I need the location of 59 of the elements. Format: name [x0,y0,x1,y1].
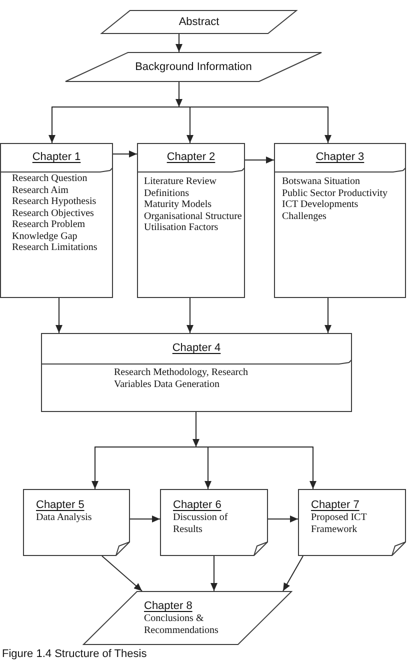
chapter-heading: Chapter 6 [173,499,222,512]
topic-text: Botswana Situation [282,176,362,188]
arrow [102,556,142,592]
chapter-heading: Chapter 7 [311,499,360,512]
chapter-box [0,143,113,298]
topic-text: Public Sector Productivity [282,188,389,199]
arrow [48,106,180,144]
note-box [160,489,268,556]
note-box [23,489,130,556]
arrow [282,556,304,592]
topic-text: Research Objectives [12,208,95,219]
arrow [196,446,316,490]
topic-text: Research Methodology, Research Variables Data Generation [114,367,250,391]
chapter-box [274,143,406,298]
figure-caption: Figure 1.4 Structure of Thesis [2,648,147,661]
topic-text: Knowledge Gap [12,230,78,242]
chapter-heading: Chapter 2 [166,151,216,164]
arrow [92,446,196,490]
arrow [324,298,332,334]
topic-text: Data Analysis [36,512,92,524]
note-box [298,489,406,556]
parallelogram-node [101,10,297,34]
arrow [178,106,332,144]
topic-text: Research Problem [12,219,86,230]
arrow [186,298,194,334]
section-title: Abstract [178,16,220,28]
parallelogram-node [83,591,292,645]
topic-text: Challenges [282,210,328,222]
arrow [130,516,160,522]
arrow [176,34,182,52]
topic-text: Maturity Models [144,199,212,210]
arrow [112,150,138,158]
topic-text: Utilisation Factors [144,222,220,234]
chapter-heading: Chapter 3 [316,151,364,164]
parallelogram-node [65,52,322,82]
topic-text: Research Hypothesis [12,196,98,208]
chapter-heading: Chapter 4 [172,342,221,355]
chapter-heading: Chapter 1 [32,151,81,164]
topic-text: Research Question [12,173,88,184]
chapter-heading: Chapter 5 [36,499,84,512]
arrow [244,156,274,164]
chapter-box [137,143,245,298]
topic-text: Discussion of Results [173,512,229,536]
topic-text: Conclusions & Recommendations [144,613,220,637]
topic-text: Definitions [144,188,190,199]
topic-text: ICT Developments [282,199,360,210]
section-title: Background Information [135,60,252,74]
topic-text: Literature Review [144,176,218,188]
arrow [176,82,182,108]
arrow [210,556,218,592]
arrow [192,412,200,448]
topic-text: Organisational Structure [144,210,243,222]
arrow [56,298,62,334]
chapter-heading: Chapter 8 [144,600,192,613]
chapter-box [41,333,352,412]
topic-text: Research Limitations [12,242,98,254]
topic-text: Research Aim [12,184,70,196]
arrow [268,516,298,522]
topic-text: Proposed ICT Framework [311,512,368,536]
